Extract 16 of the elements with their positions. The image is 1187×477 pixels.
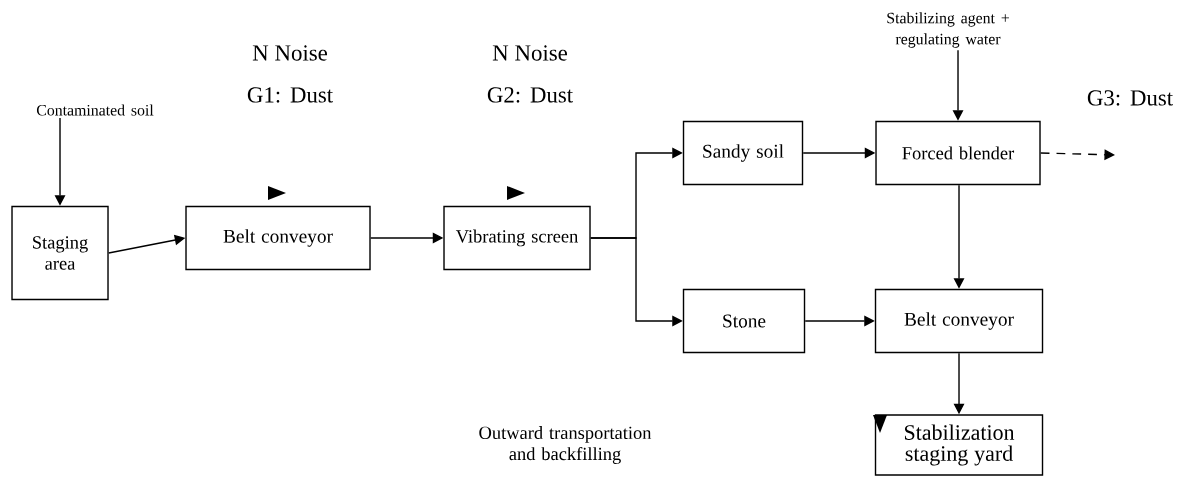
input-label: Stabilizing agent + regulating water <box>887 12 1009 48</box>
process-box: Belt conveyor <box>185 205 371 271</box>
note-label: Outward transportation and backfilling <box>479 426 652 464</box>
process-box: Stabilization staging yard <box>874 414 1044 476</box>
note-label: G2: Dust <box>487 87 573 103</box>
process-box: Stone <box>682 288 806 354</box>
process-box: Belt conveyor <box>874 288 1044 354</box>
note-label: N Noise <box>492 45 567 61</box>
process-box: Vibrating screen <box>443 205 591 271</box>
note-label: G3: Dust <box>1087 90 1173 106</box>
input-label: Contaminated soil <box>36 104 154 116</box>
process-box: Forced blender <box>875 120 1041 186</box>
note-label: G1: Dust <box>247 87 333 103</box>
note-label: N Noise <box>252 45 328 61</box>
process-box: Sandy soil <box>682 120 804 186</box>
process-box: Staging area <box>11 205 109 301</box>
